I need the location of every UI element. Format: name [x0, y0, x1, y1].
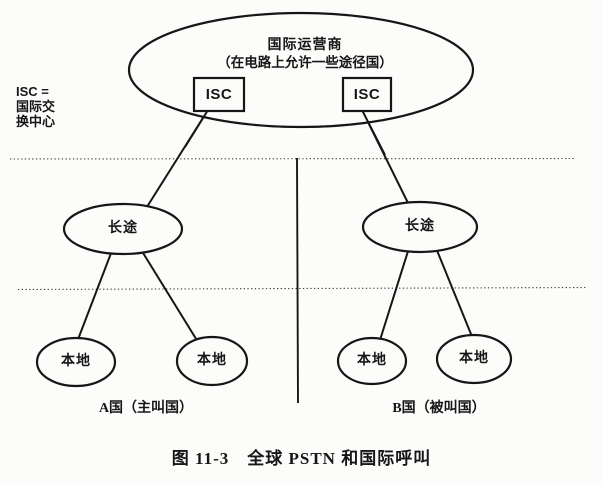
local-ellipse-b2: [435, 333, 513, 385]
toll-ellipse-country-b: [361, 200, 479, 254]
toll-ellipse-country-a: [62, 202, 184, 256]
link-toll-b-to-local-b1: [379, 247, 410, 341]
local-label-a1: 本地: [61, 354, 91, 369]
local-ellipse-a1: [35, 336, 117, 388]
isc-left-label: ISC: [205, 85, 233, 103]
figure-caption: 图 11-3 全球 PSTN 和国际呼叫: [171, 449, 432, 468]
country-border-line-bottom: [17, 286, 588, 291]
link-isc-right-stub: [361, 109, 386, 156]
toll-label-country-a: 长途: [108, 221, 138, 236]
link-toll-a-to-local-a1: [76, 247, 114, 343]
local-ellipse-a2: [175, 335, 249, 387]
link-isc-left-stub: [184, 109, 209, 148]
toll-label-country-b: 长途: [405, 219, 435, 234]
isc-box-right: [341, 76, 393, 113]
country-border-line-top: [9, 157, 576, 160]
isc-legend: ISC = 国际交 换中心: [16, 84, 55, 129]
country-a-name: A国（主叫国）: [98, 401, 194, 416]
country-b-name: B国（被叫国）: [392, 401, 486, 416]
local-ellipse-b1: [336, 336, 408, 386]
isc-right-label: ISC: [353, 85, 381, 103]
international-carrier-subtitle: （在电路上允许一些途径国）: [217, 55, 393, 70]
isc-legend-line2: 国际交: [16, 99, 56, 114]
isc-box-left: [192, 76, 246, 113]
link-toll-a-to-local-a2: [139, 247, 199, 343]
local-label-a2: 本地: [197, 353, 227, 368]
isc-legend-line3: 换中心: [16, 114, 56, 129]
international-carrier-title: 国际运营商: [267, 38, 343, 53]
country-divider-line: [296, 157, 299, 404]
link-toll-b-to-local-b2: [435, 247, 474, 340]
isc-legend-line1: ISC =: [16, 84, 49, 99]
local-label-b1: 本地: [357, 353, 387, 368]
local-label-b2: 本地: [459, 351, 489, 366]
